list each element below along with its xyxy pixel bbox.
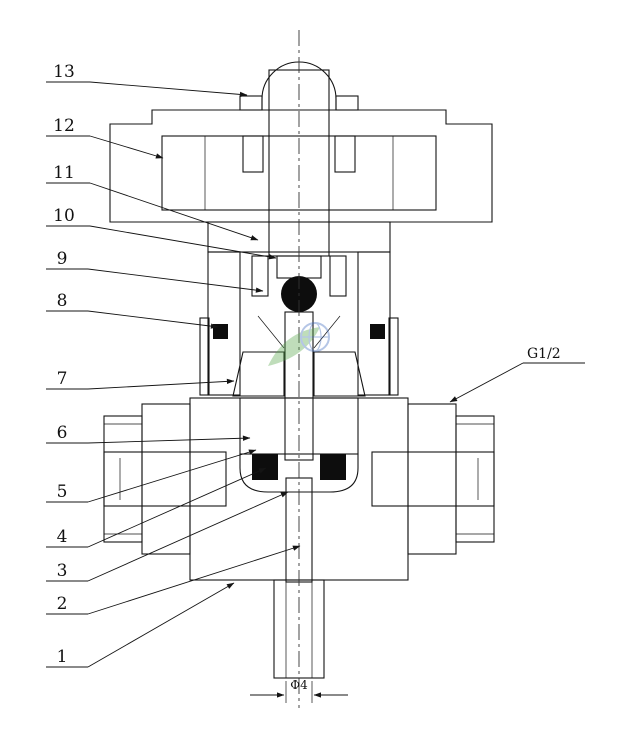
leader-line [87, 435, 251, 444]
cap-nut [239, 61, 359, 111]
bonnet-wall-right [357, 251, 391, 396]
callout-5: 5 [46, 449, 257, 503]
handwheel-hollow [161, 135, 437, 211]
leader-line [87, 491, 289, 582]
callout-1-label: 1 [57, 647, 68, 667]
leader-line [89, 225, 277, 260]
callout-12-label: 12 [53, 116, 75, 136]
callout-11-label: 11 [53, 163, 75, 183]
hub-wall-left [242, 135, 264, 173]
callout-9: 9 [46, 249, 264, 293]
leader-line [89, 182, 259, 241]
leader-line [87, 268, 264, 293]
callout-7-label: 7 [57, 369, 68, 389]
watermark-globe-meridian [308, 322, 322, 352]
dimension-label: Φ4 [290, 678, 308, 692]
seal-left [252, 454, 278, 480]
callout-8-label: 8 [57, 291, 68, 311]
callouts: 13 12 11 10 9 8 7 [46, 62, 301, 668]
callout-3-label: 3 [57, 561, 68, 581]
watermark-logo [268, 322, 330, 366]
callout-2: 2 [46, 545, 301, 615]
callout-10: 10 [46, 206, 277, 260]
hub-wall-right [334, 135, 356, 173]
bonnet-wall-left [207, 251, 241, 396]
leader-line [87, 378, 235, 390]
leader-line [87, 310, 219, 329]
leader-line [87, 545, 301, 615]
seat-holder-left [232, 351, 285, 397]
callout-12: 12 [46, 116, 164, 159]
leader-line [87, 467, 267, 548]
callout-10-label: 10 [53, 206, 75, 226]
callout-1: 1 [46, 582, 235, 668]
callout-8: 8 [46, 291, 219, 329]
callout-13-label: 13 [53, 62, 75, 82]
callout-4-label: 4 [57, 527, 68, 547]
seat-holder-right [313, 351, 366, 397]
thread-callout: G1/2 [449, 346, 585, 403]
leader-line [87, 582, 235, 668]
thread-label: G1/2 [527, 346, 561, 362]
callout-5-label: 5 [57, 482, 68, 502]
callout-7: 7 [46, 369, 235, 390]
callout-4: 4 [46, 467, 267, 548]
cap-dome [261, 61, 337, 111]
seat-vee-right [313, 315, 341, 349]
bonnet-step-right [388, 317, 399, 396]
watermark-globe [300, 322, 330, 352]
callout-2-label: 2 [57, 594, 68, 614]
bonnet [199, 221, 399, 396]
hub-top-right [335, 95, 359, 111]
leader-line [89, 135, 164, 159]
watermark-leaf [268, 327, 320, 366]
callout-3: 3 [46, 491, 289, 582]
bonnet-step-left [199, 317, 210, 396]
callout-11: 11 [46, 163, 259, 241]
o-ring-right [370, 324, 385, 339]
hub-top-left [239, 95, 263, 111]
seat-vee-left [257, 315, 285, 349]
callout-9-label: 9 [57, 249, 68, 269]
leader-line [449, 362, 524, 403]
callout-6-label: 6 [57, 423, 68, 443]
packing-left [251, 255, 269, 297]
callout-6: 6 [46, 423, 251, 444]
leader-line [87, 449, 257, 503]
seal-right [320, 454, 346, 480]
port-bore-left [103, 451, 227, 507]
packing-right [329, 255, 347, 297]
leader-line [89, 81, 248, 98]
dimension-phi4: Φ4 [250, 678, 348, 703]
port-bore-right [371, 451, 495, 507]
callout-13: 13 [46, 62, 248, 98]
